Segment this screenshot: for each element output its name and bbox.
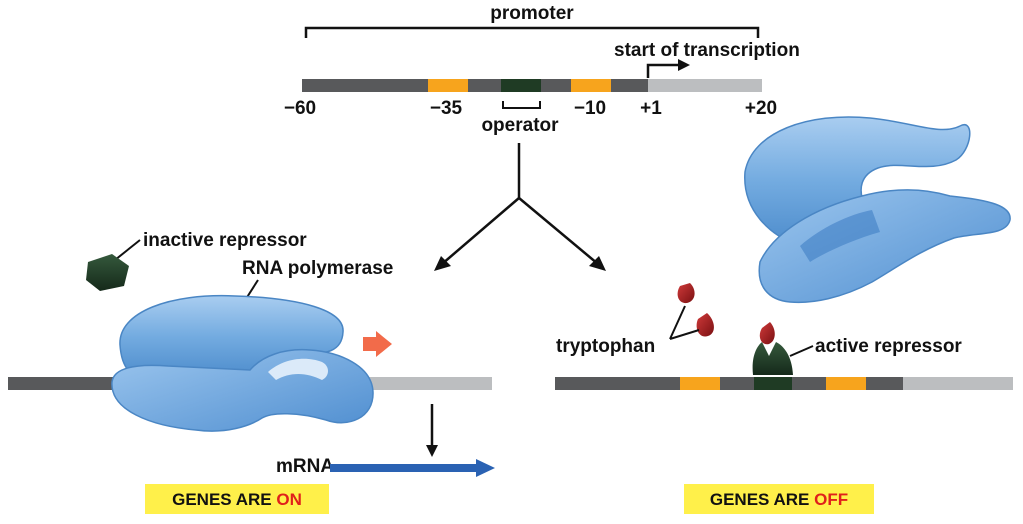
mrna-strand xyxy=(330,464,478,472)
branch-right-arrowhead xyxy=(589,256,606,271)
minus10-box xyxy=(571,79,611,92)
dna-upstream xyxy=(302,79,648,92)
genes-on-word: ON xyxy=(276,490,302,509)
inactive-repressor-label: inactive repressor xyxy=(143,230,307,251)
dna-right-transcribed xyxy=(903,377,1013,390)
dna-left-transcribed xyxy=(353,377,492,390)
tick-minus60: −60 xyxy=(284,98,316,119)
dna-right-minus35-box xyxy=(680,377,720,390)
tick-plus1: +1 xyxy=(640,98,662,119)
operator-label: operator xyxy=(481,115,559,136)
transcription-direction-arrow xyxy=(363,331,392,357)
dna-right-operator-box xyxy=(754,377,792,390)
branch-right-line xyxy=(518,197,599,265)
left-panel-genes-on: inactive repressor RNA polymerase mRNA G… xyxy=(8,230,495,514)
rna-polymerase-shape xyxy=(111,294,374,432)
operator-box xyxy=(501,79,541,92)
dna-transcribed xyxy=(648,79,762,92)
branch-left-line xyxy=(441,197,520,265)
tryptophan-molecule-1 xyxy=(677,283,695,304)
promoter-diagram: promoter start of transcription −60 −35 … xyxy=(284,3,800,136)
mrna-arrowhead xyxy=(476,459,495,477)
tick-minus35: −35 xyxy=(430,98,463,119)
active-repressor-label: active repressor xyxy=(815,336,962,357)
promoter-label: promoter xyxy=(490,3,574,24)
promoter-bracket xyxy=(304,26,760,38)
tick-plus20: +20 xyxy=(745,98,777,119)
inactive-repressor-leader xyxy=(114,239,141,261)
right-panel-genes-off: tryptophan active repressor GENES ARE OF… xyxy=(555,116,1013,514)
genes-on-badge xyxy=(145,484,329,514)
dna-right-upstream xyxy=(555,377,903,390)
inactive-repressor-shape xyxy=(86,254,129,291)
transcription-start-arrow xyxy=(646,63,680,78)
start-of-transcription-label: start of transcription xyxy=(614,40,800,61)
genes-off-word: OFF xyxy=(814,490,848,509)
tick-minus10: −10 xyxy=(574,98,606,119)
active-repressor-leader xyxy=(789,345,814,357)
operator-bracket xyxy=(502,101,541,109)
branch-arrows xyxy=(441,143,599,265)
genes-off-badge-text: GENES ARE OFF xyxy=(710,490,848,509)
tryptophan-label: tryptophan xyxy=(556,336,655,357)
genes-off-prefix: GENES ARE xyxy=(710,490,814,509)
tryptophan-molecule-bound xyxy=(759,322,775,345)
rna-polymerase-label: RNA polymerase xyxy=(242,258,393,279)
unbound-rna-polymerase-shape xyxy=(744,116,1011,304)
minus35-box xyxy=(428,79,468,92)
tryptophan-molecule-2 xyxy=(696,313,714,337)
branch-left-arrowhead xyxy=(434,256,451,271)
genes-on-badge-text: GENES ARE ON xyxy=(172,490,302,509)
dna-right-minus10-box xyxy=(826,377,866,390)
tryptophan-leader xyxy=(669,305,700,340)
mrna-down-arrowhead xyxy=(426,445,438,457)
mrna-label: mRNA xyxy=(276,456,334,477)
genes-off-badge xyxy=(684,484,874,514)
active-repressor-shape xyxy=(752,342,793,375)
transcription-start-arrowhead xyxy=(678,59,690,71)
genes-on-prefix: GENES ARE xyxy=(172,490,276,509)
